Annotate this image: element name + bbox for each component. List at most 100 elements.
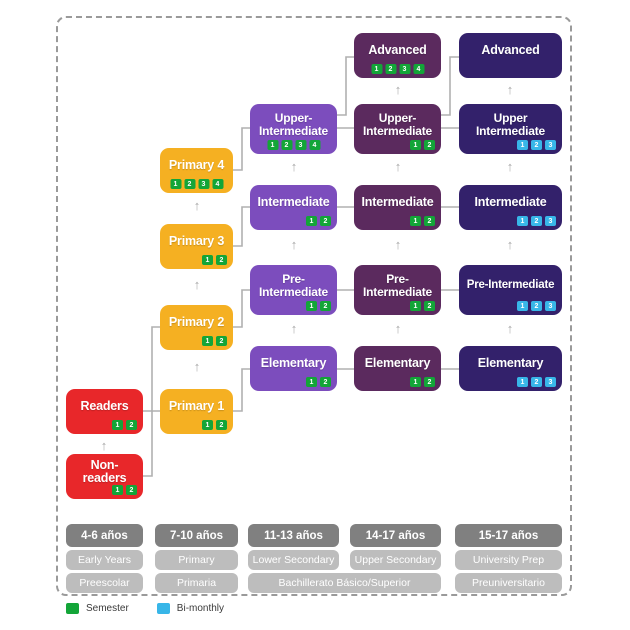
node-readers[interactable]: Readers 1 2	[66, 389, 143, 434]
badge-semester: 2	[216, 255, 227, 265]
badge-bimonthly: 2	[531, 216, 542, 226]
node-pre-intermediate[interactable]: Pre-Intermediate 1 2 3	[459, 265, 562, 315]
footer-age-cell: 7-10 años	[155, 524, 238, 547]
badge-group: 1 2 3 4	[371, 64, 424, 74]
badge-semester: 3	[198, 179, 209, 189]
badge-bimonthly: 3	[545, 140, 556, 150]
badge-semester: 1	[306, 301, 317, 311]
badge-bimonthly: 3	[545, 377, 556, 387]
node-label: Pre-Intermediate	[466, 279, 555, 292]
legend-bimonthly-label: Bi-monthly	[176, 603, 225, 614]
badge-semester: 2	[320, 377, 331, 387]
node-elementary[interactable]: Elementary 1 2	[354, 346, 441, 391]
footer-stage-en-label: Early Years	[77, 554, 132, 566]
badge-bimonthly: 1	[517, 301, 528, 311]
badge-bimonthly: 1	[517, 377, 528, 387]
badge-semester: 2	[424, 301, 435, 311]
up-arrow-icon: ↑	[394, 82, 402, 97]
footer-stage-en-label: Upper Secondary	[354, 554, 437, 566]
node-label: Upper-Intermediate	[363, 110, 432, 138]
node-primary-1[interactable]: Primary 1 1 2	[160, 389, 233, 434]
badge-semester: 1	[306, 377, 317, 387]
badge-semester: 1	[202, 420, 213, 430]
badge-semester: 1	[410, 377, 421, 387]
badge-semester: 2	[216, 420, 227, 430]
badge-semester: 1	[410, 301, 421, 311]
node-primary-3[interactable]: Primary 3 1 2	[160, 224, 233, 269]
node-label: Elementary	[364, 356, 431, 371]
node-label: Pre-Intermediate	[363, 271, 432, 299]
node-label: Pre-Intermediate	[259, 271, 328, 299]
badge-bimonthly: 2	[531, 301, 542, 311]
badge-group: 1 2	[306, 301, 331, 311]
diagram-frame	[56, 16, 572, 596]
badge-group: 1 2	[202, 255, 227, 265]
node-label: Primary 2	[168, 315, 225, 330]
node-non-readers[interactable]: Non-readers 1 2	[66, 454, 143, 499]
footer-stage-es-label: Bachillerato Básico/Superior	[278, 577, 411, 589]
badge-semester: 1	[170, 179, 181, 189]
footer-age-label: 15-17 años	[478, 529, 539, 542]
node-intermediate[interactable]: Intermediate 1 2 3	[459, 185, 562, 230]
node-pre-intermediate[interactable]: Pre-Intermediate 1 2	[250, 265, 337, 315]
badge-group: 1 2	[410, 377, 435, 387]
node-intermediate[interactable]: Intermediate 1 2	[354, 185, 441, 230]
footer-stage-es-label: Preescolar	[79, 577, 130, 589]
node-upper-intermediate[interactable]: Upper-Intermediate 1 2	[354, 104, 441, 154]
badge-group: 1 2 3 4	[170, 179, 223, 189]
footer-stage-es-label: Primaria	[176, 577, 217, 589]
badge-semester: 2	[320, 216, 331, 226]
badge-semester: 2	[126, 420, 137, 430]
badge-group: 1 2	[202, 420, 227, 430]
badge-semester: 1	[112, 420, 123, 430]
node-label: Primary 4	[168, 158, 225, 173]
badge-semester: 2	[320, 301, 331, 311]
footer-age-label: 14-17 años	[365, 529, 426, 542]
badge-bimonthly: 3	[545, 216, 556, 226]
node-primary-4[interactable]: Primary 4 1 2 3 4	[160, 148, 233, 193]
up-arrow-icon: ↑	[290, 237, 298, 252]
bimonthly-swatch-icon	[156, 603, 170, 614]
node-label: Readers	[80, 399, 129, 414]
badge-group: 1 2 3	[517, 301, 556, 311]
node-pre-intermediate[interactable]: Pre-Intermediate 1 2	[354, 265, 441, 315]
footer-stage-es-cell: Preescolar	[66, 573, 143, 593]
node-advanced[interactable]: Advanced 1 2 3 4	[354, 33, 441, 78]
node-elementary[interactable]: Elementary 1 2	[250, 346, 337, 391]
badge-semester: 1	[410, 216, 421, 226]
node-intermediate[interactable]: Intermediate 1 2	[250, 185, 337, 230]
badge-semester: 1	[202, 255, 213, 265]
node-advanced[interactable]: Advanced	[459, 33, 562, 78]
badge-group: 1 2	[410, 216, 435, 226]
badge-bimonthly: 2	[531, 377, 542, 387]
up-arrow-icon: ↑	[290, 159, 298, 174]
node-elementary[interactable]: Elementary 1 2 3	[459, 346, 562, 391]
node-label: Elementary	[477, 356, 544, 371]
badge-bimonthly: 1	[517, 216, 528, 226]
footer-stage-es-cell: Preuniversitario	[455, 573, 562, 593]
legend: Semester Bi-monthly	[66, 603, 224, 614]
node-upper-intermediate[interactable]: Upper-Intermediate 1 2 3 4	[250, 104, 337, 154]
footer-age-cell: 14-17 años	[350, 524, 441, 547]
up-arrow-icon: ↑	[394, 237, 402, 252]
node-primary-2[interactable]: Primary 2 1 2	[160, 305, 233, 350]
badge-semester: 2	[216, 336, 227, 346]
up-arrow-icon: ↑	[193, 277, 201, 292]
badge-group: 1 2	[306, 377, 331, 387]
footer-age-label: 4-6 años	[81, 529, 128, 542]
node-label: Primary 1	[168, 399, 225, 414]
node-label: Non-readers	[82, 457, 127, 485]
badge-semester: 2	[424, 216, 435, 226]
badge-semester: 3	[295, 140, 306, 150]
badge-semester: 1	[112, 485, 123, 495]
badge-semester: 4	[212, 179, 223, 189]
node-label: Upper-Intermediate	[259, 110, 328, 138]
up-arrow-icon: ↑	[506, 237, 514, 252]
up-arrow-icon: ↑	[394, 321, 402, 336]
node-label: Intermediate	[474, 195, 547, 210]
footer-stage-en-label: University Prep	[472, 554, 545, 566]
footer-age-label: 11-13 años	[264, 529, 323, 542]
node-upper-intermediate[interactable]: Upper Intermediate 1 2 3	[459, 104, 562, 154]
